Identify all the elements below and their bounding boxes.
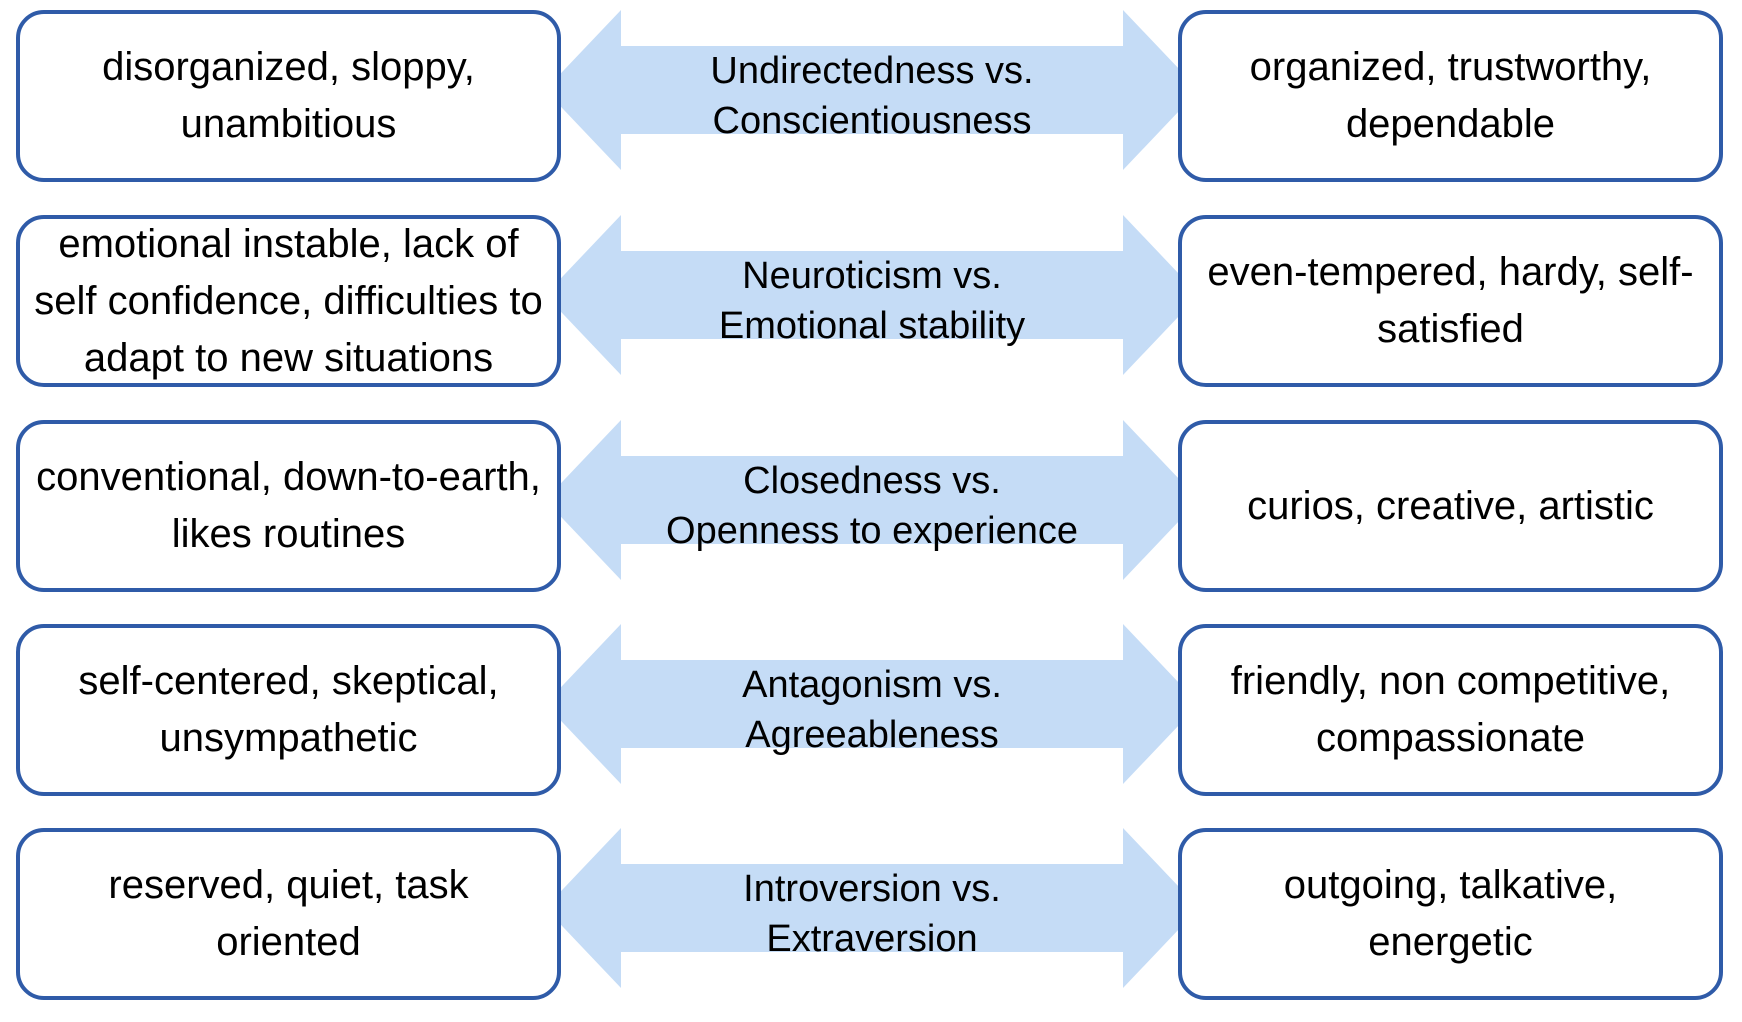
high-pole-description-box: friendly, non competitive, compassionate	[1178, 624, 1723, 796]
double-arrow-icon	[545, 420, 1199, 580]
trait-dimension-label: Antagonism vs. Agreeableness	[635, 660, 1109, 760]
dimension-label-line-2: Agreeableness	[745, 714, 999, 756]
dimension-label-line-1: Antagonism vs.	[742, 664, 1002, 706]
bidirectional-arrow: Antagonism vs. Agreeableness	[545, 624, 1199, 796]
trait-dimension-label: Introversion vs. Extraversion	[635, 864, 1109, 964]
double-arrow-icon	[545, 828, 1199, 988]
low-pole-description-box: self-centered, skeptical, unsympathetic	[16, 624, 561, 796]
dimension-label-line-1: Undirectedness vs.	[710, 50, 1034, 92]
low-pole-description-box: conventional, down-to-earth, likes routi…	[16, 420, 561, 592]
dimension-label-line-1: Neuroticism vs.	[742, 255, 1002, 297]
low-pole-description-box: disorganized, sloppy, unambitious	[16, 10, 561, 182]
high-pole-text: even-tempered, hardy, self-satisfied	[1207, 250, 1694, 351]
double-arrow-icon	[545, 10, 1199, 170]
high-pole-description-box: curios, creative, artistic	[1178, 420, 1723, 592]
bidirectional-arrow: Closedness vs. Openness to experience	[545, 420, 1199, 592]
trait-row: conventional, down-to-earth, likes routi…	[0, 420, 1742, 600]
high-pole-description-box: outgoing, talkative, energetic	[1178, 828, 1723, 1000]
high-pole-text: curios, creative, artistic	[1247, 483, 1654, 528]
low-pole-text: emotional instable, lack of self confide…	[34, 221, 543, 380]
low-pole-text: disorganized, sloppy, unambitious	[102, 45, 475, 146]
dimension-label-line-2: Emotional stability	[718, 305, 1026, 347]
dimension-label-line-2: Extraversion	[766, 918, 978, 960]
trait-row: self-centered, skeptical, unsympathetic …	[0, 624, 1742, 804]
trait-dimension-label: Neuroticism vs. Emotional stability	[635, 251, 1109, 351]
dimension-label-line-1: Closedness vs.	[743, 460, 1001, 502]
trait-row: reserved, quiet, task oriented Introvers…	[0, 828, 1742, 1008]
double-arrow-icon	[545, 215, 1199, 375]
high-pole-text: outgoing, talkative, energetic	[1283, 863, 1618, 964]
bidirectional-arrow: Neuroticism vs. Emotional stability	[545, 215, 1199, 387]
low-pole-text: conventional, down-to-earth, likes routi…	[36, 455, 541, 556]
dimension-label-line-1: Introversion vs.	[743, 868, 1001, 910]
trait-dimension-label: Closedness vs. Openness to experience	[635, 456, 1109, 556]
bidirectional-arrow: Undirectedness vs. Conscientiousness	[545, 10, 1199, 182]
low-pole-text: self-centered, skeptical, unsympathetic	[78, 659, 499, 760]
trait-dimension-label: Undirectedness vs. Conscientiousness	[635, 46, 1109, 146]
trait-row: emotional instable, lack of self confide…	[0, 215, 1742, 395]
dimension-label-line-2: Openness to experience	[666, 510, 1078, 552]
low-pole-description-box: reserved, quiet, task oriented	[16, 828, 561, 1000]
high-pole-text: organized, trustworthy, dependable	[1249, 45, 1652, 146]
dimension-label-line-2: Conscientiousness	[712, 100, 1032, 142]
trait-row: disorganized, sloppy, unambitious Undire…	[0, 10, 1742, 190]
bidirectional-arrow: Introversion vs. Extraversion	[545, 828, 1199, 1000]
low-pole-description-box: emotional instable, lack of self confide…	[16, 215, 561, 387]
low-pole-text: reserved, quiet, task oriented	[108, 863, 469, 964]
high-pole-description-box: even-tempered, hardy, self-satisfied	[1178, 215, 1723, 387]
double-arrow-icon	[545, 624, 1199, 784]
high-pole-description-box: organized, trustworthy, dependable	[1178, 10, 1723, 182]
cropped-title-fragment	[0, 0, 1742, 8]
high-pole-text: friendly, non competitive, compassionate	[1230, 659, 1671, 760]
